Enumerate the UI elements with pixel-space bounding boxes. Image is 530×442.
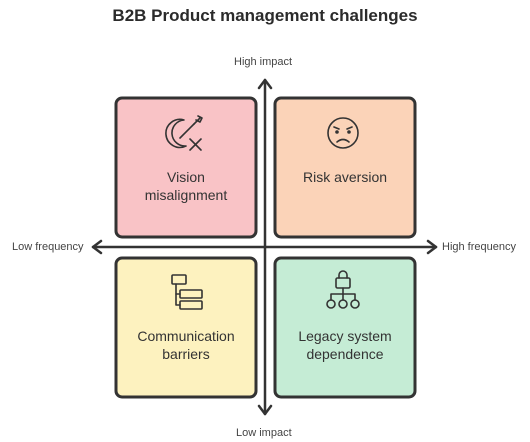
quadrant-communication-barriers-box bbox=[114, 256, 258, 399]
quadrant-vision-misalignment-box bbox=[114, 96, 258, 239]
horizontal-axis bbox=[91, 239, 438, 255]
axis-label-high-frequency: High frequency bbox=[442, 241, 516, 253]
quadrant-label-line: barriers bbox=[162, 346, 210, 362]
axis-label-low-frequency: Low frequency bbox=[12, 241, 84, 253]
quadrant-label-line: dependence bbox=[306, 346, 384, 362]
quadrant-label-line: misalignment bbox=[144, 187, 228, 203]
quadrant-risk-aversion-box bbox=[273, 96, 417, 239]
quadrant-label-line: Vision bbox=[167, 169, 205, 185]
locked-hierarchy-icon bbox=[326, 270, 360, 309]
flowchart-icon bbox=[171, 274, 203, 310]
axis-label-high-impact: High impact bbox=[234, 56, 293, 68]
quadrant-legacy-system-label: Legacy system dependence bbox=[275, 327, 415, 363]
quadrant-label-line: Risk aversion bbox=[302, 169, 388, 185]
crescent-moon-dart-icon bbox=[165, 115, 203, 151]
worried-face-icon bbox=[327, 117, 359, 149]
quadrant-vision-misalignment-label: Vision misalignment bbox=[116, 168, 256, 204]
quadrant-risk-aversion-label: Risk aversion bbox=[275, 168, 415, 186]
quadrant-legacy-system-box bbox=[273, 256, 417, 399]
quadrant-label-line: Communication bbox=[137, 328, 235, 344]
quadrant-label-line: Legacy system bbox=[298, 328, 392, 344]
diagram-title: B2B Product management challenges bbox=[112, 6, 418, 25]
quadrant-communication-barriers-label: Communication barriers bbox=[116, 327, 256, 363]
axis-label-low-impact: Low impact bbox=[236, 427, 292, 439]
